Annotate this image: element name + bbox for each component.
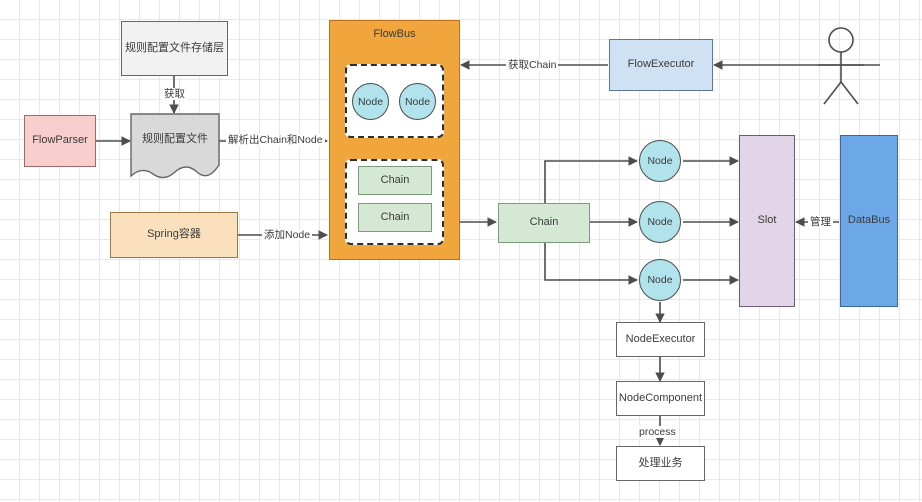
box-flowexecutor[interactable]: FlowExecutor <box>609 39 713 91</box>
box-flowbus-label: FlowBus <box>373 28 416 40</box>
box-business[interactable]: 处理业务 <box>616 446 705 481</box>
box-rule-config-storage-label: 规则配置文件存储层 <box>125 41 224 54</box>
box-flowparser-label: FlowParser <box>32 134 88 147</box>
circle-node-3[interactable]: Node <box>639 259 681 301</box>
edge-label-manage: 管理 <box>808 216 833 228</box>
box-databus-label: DataBus <box>847 214 891 227</box>
circle-node-2[interactable]: Node <box>639 201 681 243</box>
box-chain-item-1[interactable]: Chain <box>358 166 432 195</box>
box-slot-label: Slot <box>757 214 777 227</box>
circle-node-2-label: Node <box>647 216 673 228</box>
edge-label-get-chain: 获取Chain <box>506 59 559 71</box>
box-chain-item-1-label: Chain <box>380 173 410 186</box>
box-rule-config-file[interactable]: 规则配置文件 <box>131 114 219 166</box>
edge-label-fetch: 获取 <box>162 88 187 100</box>
circle-node-a-label: Node <box>357 95 384 108</box>
box-slot[interactable]: Slot <box>739 135 795 307</box>
box-nodecomponent-label: NodeComponent <box>618 391 703 404</box>
box-flowparser[interactable]: FlowParser <box>24 115 96 167</box>
edge-chain-to-node3 <box>544 243 638 285</box>
box-spring-container-label: Spring容器 <box>147 228 201 241</box>
box-rule-config-file-label: 规则配置文件 <box>142 133 208 146</box>
box-chain-label: Chain <box>529 216 559 229</box>
edge-label-process: process <box>637 426 678 438</box>
edge-label-add-node: 添加Node <box>262 229 313 241</box>
circle-node-b[interactable]: Node <box>399 83 436 120</box>
box-databus[interactable]: DataBus <box>840 135 898 307</box>
box-chain[interactable]: Chain <box>498 203 590 243</box>
box-nodecomponent[interactable]: NodeComponent <box>616 381 705 416</box>
circle-node-3-label: Node <box>647 274 673 286</box>
box-nodeexecutor[interactable]: NodeExecutor <box>616 322 705 357</box>
circle-node-1-label: Node <box>647 155 673 167</box>
actor-figure <box>818 27 864 105</box>
edge-chain-to-node1 <box>544 156 638 203</box>
box-rule-config-storage[interactable]: 规则配置文件存储层 <box>121 21 228 76</box>
box-flowexecutor-label: FlowExecutor <box>627 58 695 71</box>
circle-node-1[interactable]: Node <box>639 140 681 182</box>
box-spring-container[interactable]: Spring容器 <box>110 212 238 258</box>
box-chain-item-2-label: Chain <box>380 210 410 223</box>
circle-node-a[interactable]: Node <box>352 83 389 120</box>
circle-node-b-label: Node <box>404 95 431 108</box>
edge-label-parse-chain-and-node: 解析出Chain和Node <box>226 134 325 146</box>
box-chain-item-2[interactable]: Chain <box>358 203 432 232</box>
box-business-label: 处理业务 <box>638 456 683 469</box>
box-nodeexecutor-label: NodeExecutor <box>625 332 696 345</box>
